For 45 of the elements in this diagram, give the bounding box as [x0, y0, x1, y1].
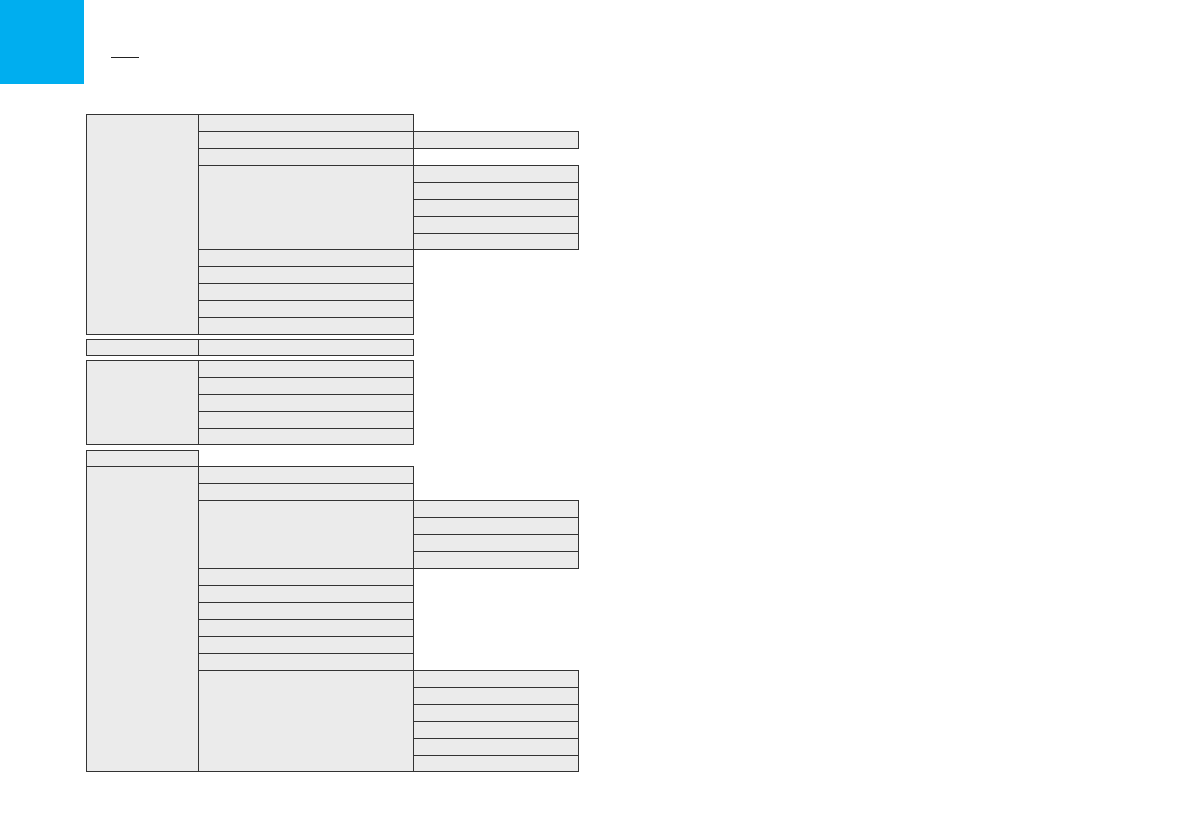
table-cell — [413, 182, 579, 200]
table-cell — [413, 131, 579, 149]
table-cell — [198, 114, 414, 132]
table-cell — [198, 619, 414, 637]
table-cell — [198, 360, 414, 378]
table-cell — [413, 500, 579, 518]
table-cell — [198, 568, 414, 586]
table-cell — [198, 377, 414, 395]
table-cell — [86, 114, 199, 335]
table-cell — [413, 687, 579, 705]
table-cell — [198, 653, 414, 671]
table-cell — [198, 339, 414, 356]
table-cell — [413, 670, 579, 688]
table-cell — [413, 233, 579, 250]
table-cell — [413, 534, 579, 552]
table-cell — [198, 148, 414, 166]
table-cell — [413, 216, 579, 234]
table-cell — [198, 500, 414, 569]
table-cell — [413, 704, 579, 722]
table-cell — [198, 602, 414, 620]
table-cell — [198, 300, 414, 318]
table-cell — [413, 755, 579, 772]
table-cell — [198, 317, 414, 335]
table-cell — [198, 266, 414, 284]
table-cell — [198, 670, 414, 772]
table-cell — [86, 360, 199, 445]
table-cell — [198, 636, 414, 654]
table-cell — [198, 283, 414, 301]
table-cell — [413, 738, 579, 756]
table-cell — [413, 199, 579, 217]
table-cell — [198, 466, 414, 484]
table-cell — [198, 483, 414, 501]
table-cell — [198, 131, 414, 149]
table-cell — [86, 466, 199, 772]
table-cell — [86, 339, 199, 356]
table-cell — [413, 165, 579, 183]
table-cell — [198, 411, 414, 429]
table-cell — [198, 249, 414, 267]
table-cell — [198, 394, 414, 412]
table-cell — [413, 551, 579, 569]
table-cell — [198, 585, 414, 603]
table-cell — [198, 165, 414, 250]
table-cell — [413, 517, 579, 535]
table-cell — [198, 428, 414, 445]
table-cell — [413, 721, 579, 739]
